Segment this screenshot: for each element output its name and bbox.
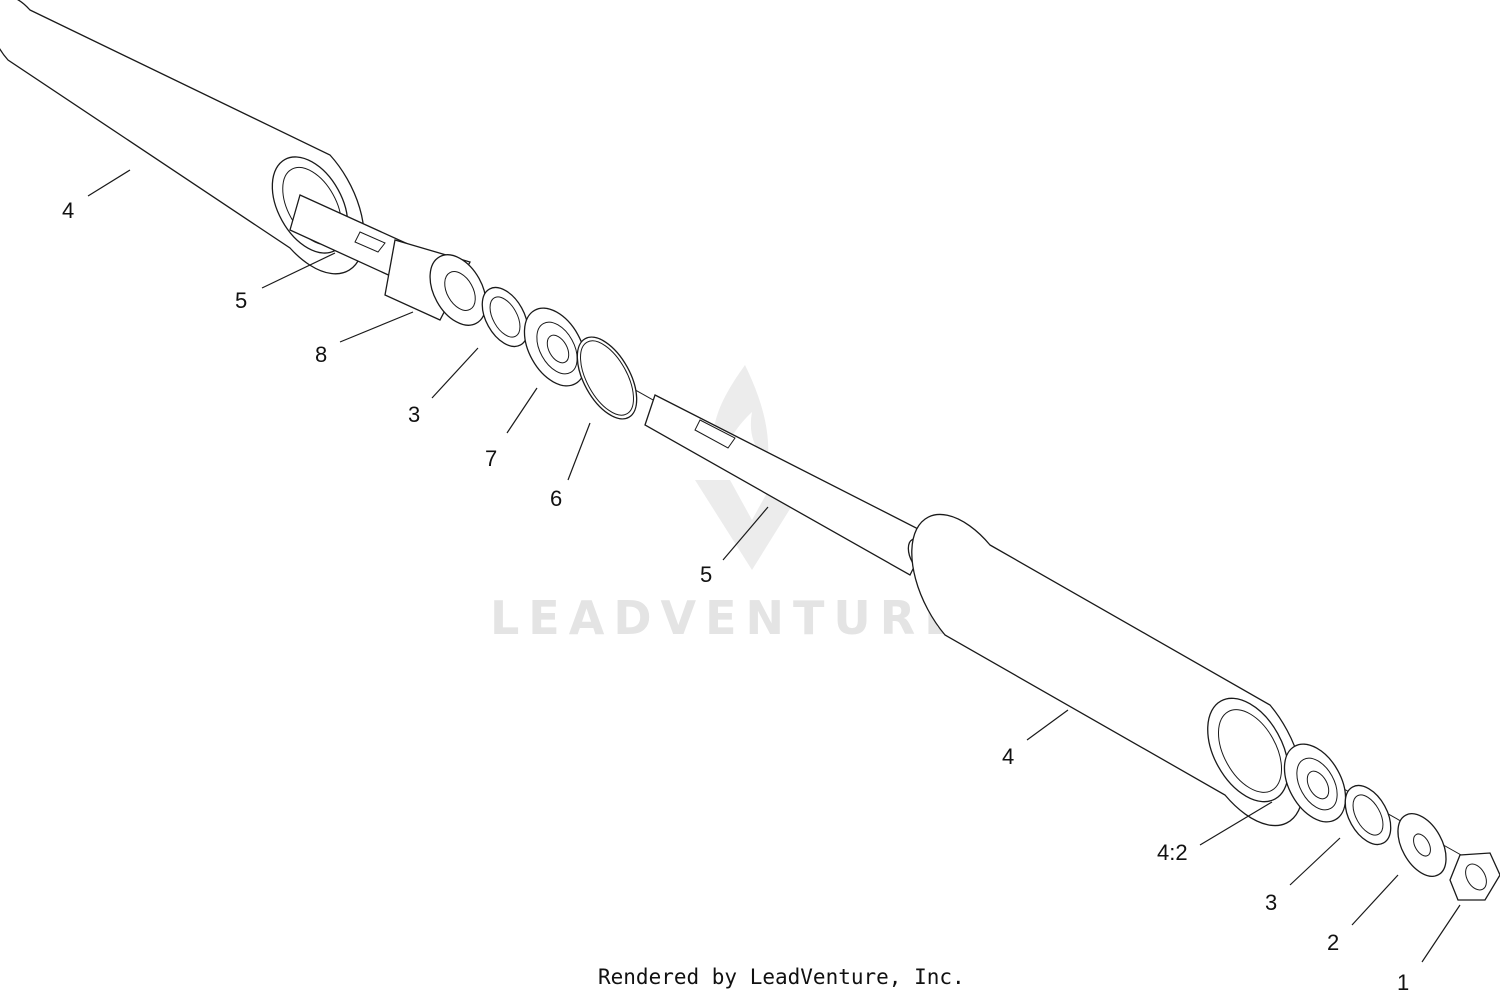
- leader-lower-bearing: [1199, 801, 1273, 846]
- leader-lines: [87, 169, 1461, 963]
- callout-upper-bearing: 7: [485, 446, 497, 471]
- o-ring: [576, 336, 638, 420]
- leader-upper-roller-tube: [87, 169, 131, 197]
- callout-o-ring: 6: [550, 486, 562, 511]
- nut: [1449, 852, 1500, 901]
- callout-labels: 4 5 8 3 7 6 5 4 4:2 3 2 1: [62, 198, 1409, 995]
- leader-upper-seal: [431, 347, 479, 399]
- leader-o-ring: [567, 422, 591, 481]
- callout-lower-seal: 3: [1265, 890, 1277, 915]
- leadventure-watermark: LEADVENTURE: [490, 365, 965, 645]
- lower-bearing: [1283, 743, 1347, 823]
- callout-nut: 1: [1397, 970, 1409, 995]
- callout-lower-bearing: 4:2: [1157, 840, 1188, 865]
- rendered-by-footer: Rendered by LeadVenture, Inc.: [598, 965, 965, 989]
- callout-bearing-housing: 8: [315, 342, 327, 367]
- lower-roller-tube: [911, 513, 1304, 827]
- leader-lower-roller-tube: [1026, 709, 1069, 741]
- leader-upper-shaft: [261, 252, 336, 289]
- bearing-housing: [384, 239, 487, 326]
- upper-bearing: [523, 307, 587, 387]
- watermark-text: LEADVENTURE: [490, 591, 965, 645]
- upper-seal: [481, 286, 529, 348]
- callout-upper-shaft: 5: [235, 288, 247, 313]
- center-shaft: [644, 394, 937, 576]
- leader-upper-bearing: [506, 387, 538, 434]
- callout-upper-seal: 3: [408, 402, 420, 427]
- lower-seal: [1344, 784, 1392, 846]
- leader-washer: [1351, 874, 1399, 926]
- leader-center-shaft: [722, 506, 769, 561]
- callout-lower-roller-tube: 4: [1002, 744, 1014, 769]
- callout-washer: 2: [1327, 930, 1339, 955]
- callout-center-shaft: 5: [700, 562, 712, 587]
- callout-upper-roller-tube: 4: [62, 198, 74, 223]
- leader-bearing-housing: [339, 311, 414, 343]
- leader-nut: [1421, 904, 1461, 963]
- leader-lower-seal: [1289, 837, 1341, 886]
- washer: [1397, 813, 1447, 877]
